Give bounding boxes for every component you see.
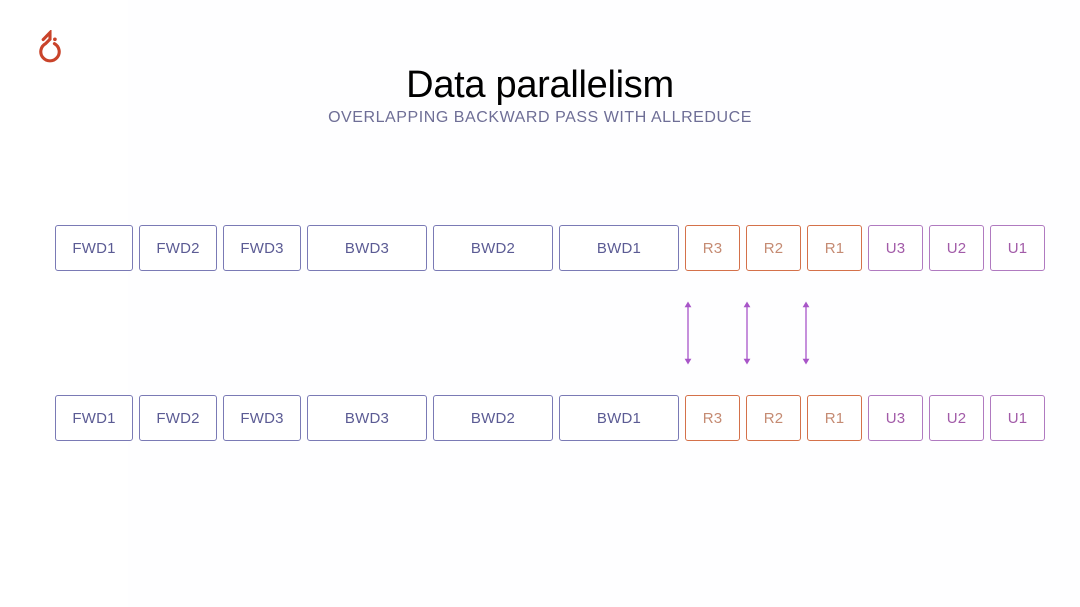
timeline-cell-u2: U2	[929, 395, 984, 441]
timeline-cell-bwd1: BWD1	[559, 225, 679, 271]
timeline-cell-r1: R1	[807, 225, 862, 271]
timeline-cell-r2: R2	[746, 395, 801, 441]
slide-background-panel	[128, 0, 1080, 607]
timeline-cell-fwd2: FWD2	[139, 225, 217, 271]
page-title: Data parallelism	[406, 64, 674, 106]
timeline-cell-fwd1: FWD1	[55, 225, 133, 271]
timeline-cell-bwd2: BWD2	[433, 225, 553, 271]
timeline-cell-r2: R2	[746, 225, 801, 271]
timeline-cell-r3: R3	[685, 395, 740, 441]
timeline-cell-bwd2: BWD2	[433, 395, 553, 441]
timeline-cell-r3: R3	[685, 225, 740, 271]
timeline-cell-bwd3: BWD3	[307, 225, 427, 271]
timeline-cell-u3: U3	[868, 225, 923, 271]
timeline-cell-bwd3: BWD3	[307, 395, 427, 441]
timeline-cell-fwd3: FWD3	[223, 225, 301, 271]
timeline-cell-u1: U1	[990, 225, 1045, 271]
timeline-cell-fwd1: FWD1	[55, 395, 133, 441]
timeline-cell-bwd1: BWD1	[559, 395, 679, 441]
timeline-cell-r1: R1	[807, 395, 862, 441]
timeline-cell-fwd2: FWD2	[139, 395, 217, 441]
pytorch-flame-logo	[30, 28, 70, 74]
timeline-cell-u1: U1	[990, 395, 1045, 441]
timeline-cell-u2: U2	[929, 225, 984, 271]
timeline-cell-fwd3: FWD3	[223, 395, 301, 441]
page-subtitle: OVERLAPPING BACKWARD PASS WITH ALLREDUCE	[328, 109, 752, 126]
timeline-cell-u3: U3	[868, 395, 923, 441]
